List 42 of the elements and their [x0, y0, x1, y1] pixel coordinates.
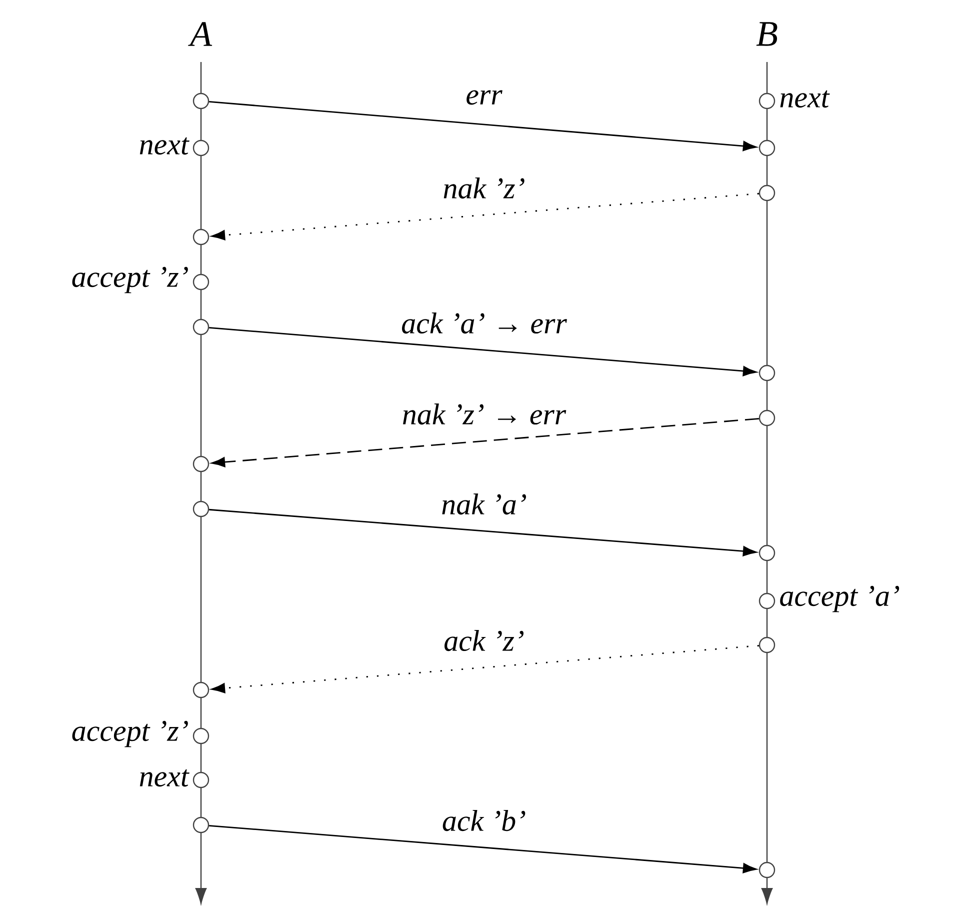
message-arrow	[212, 644, 759, 694]
event-circle	[758, 636, 776, 654]
message-arrow	[212, 192, 759, 240]
lifeline-label: A	[188, 22, 212, 46]
message-arrow	[209, 824, 757, 874]
edge-label: nak ’z’ → err	[400, 402, 568, 426]
event-circle	[192, 140, 210, 156]
event-circle	[192, 92, 210, 110]
event-circle	[192, 274, 210, 290]
edge-label: nak ’a’	[440, 492, 528, 516]
event-circle	[192, 772, 210, 788]
event-circle	[192, 318, 210, 336]
event-label: next	[140, 137, 190, 155]
event-circle	[758, 862, 776, 878]
lifeline-label: B	[756, 22, 778, 46]
message-arrow	[212, 418, 759, 468]
event-circle	[758, 364, 776, 382]
event-circle	[758, 592, 776, 610]
event-label: accept ’z’	[72, 266, 188, 294]
event-label: accept ’z’	[72, 720, 188, 748]
message-arrow	[209, 508, 757, 556]
event-circle	[192, 728, 210, 744]
event-circle	[758, 410, 776, 426]
message-arrow	[209, 100, 757, 152]
event-circle	[192, 500, 210, 518]
event-circle	[192, 816, 210, 834]
edge-label: ack ’a’ → err	[400, 311, 568, 335]
event-label: next	[780, 90, 830, 108]
event-circle	[192, 682, 210, 698]
event-circle	[192, 456, 210, 472]
event-circle	[192, 228, 210, 246]
event-circle	[758, 140, 776, 156]
edge-label: ack ’z’	[442, 628, 526, 652]
message-arrow	[209, 326, 757, 376]
edge-label: nak ’z’	[442, 176, 526, 200]
event-label: next	[140, 769, 190, 787]
event-circle	[758, 92, 776, 110]
event-circle	[758, 184, 776, 202]
event-label: accept ’a’	[780, 586, 900, 612]
edge-label: ack ’b’	[440, 808, 528, 832]
edge-label: err	[464, 89, 504, 106]
event-circle	[758, 544, 776, 562]
